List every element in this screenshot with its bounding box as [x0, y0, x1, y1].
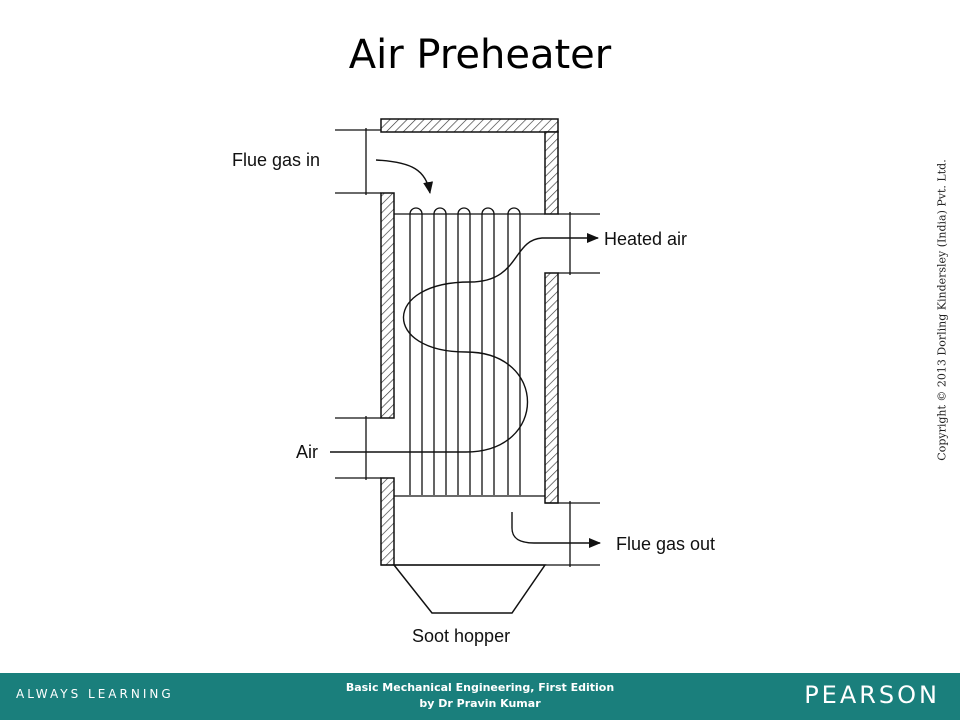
pearson-logo: PEARSON — [804, 681, 940, 709]
right-wall-middle — [544, 272, 559, 504]
label-heated-air: Heated air — [604, 229, 687, 249]
copyright-notice: Copyright © 2013 Dorling Kindersley (Ind… — [932, 130, 952, 490]
footer-book-title: Basic Mechanical Engineering, First Edit… — [345, 681, 615, 694]
footer-author: by Dr Pravin Kumar — [419, 697, 541, 710]
tube-bundle — [409, 207, 521, 495]
label-soot-hopper: Soot hopper — [412, 626, 510, 646]
air-preheater-diagram: Flue gas in Heated air Air Flue gas out … — [232, 118, 715, 646]
footer-bar: ALWAYS LEARNING Basic Mechanical Enginee… — [0, 673, 960, 720]
label-air: Air — [296, 442, 318, 462]
casing-walls — [380, 118, 559, 566]
left-wall-lower — [380, 477, 395, 566]
slide-title: Air Preheater — [348, 32, 612, 78]
left-wall-upper — [380, 192, 395, 419]
flue-gas-flow — [375, 159, 601, 548]
top-wall — [380, 118, 559, 133]
footer-tagline: ALWAYS LEARNING — [16, 687, 174, 701]
footer-book-info: Basic Mechanical Engineering, First Edit… — [300, 680, 660, 712]
label-flue-gas-out: Flue gas out — [616, 534, 715, 554]
label-flue-gas-in: Flue gas in — [232, 150, 320, 170]
right-wall-upper — [544, 131, 559, 215]
air-flow-path — [330, 233, 599, 453]
duct-lines — [335, 128, 600, 567]
soot-hopper-shape — [392, 564, 547, 614]
copyright-text: Copyright © 2013 Dorling Kindersley (Ind… — [935, 159, 949, 461]
